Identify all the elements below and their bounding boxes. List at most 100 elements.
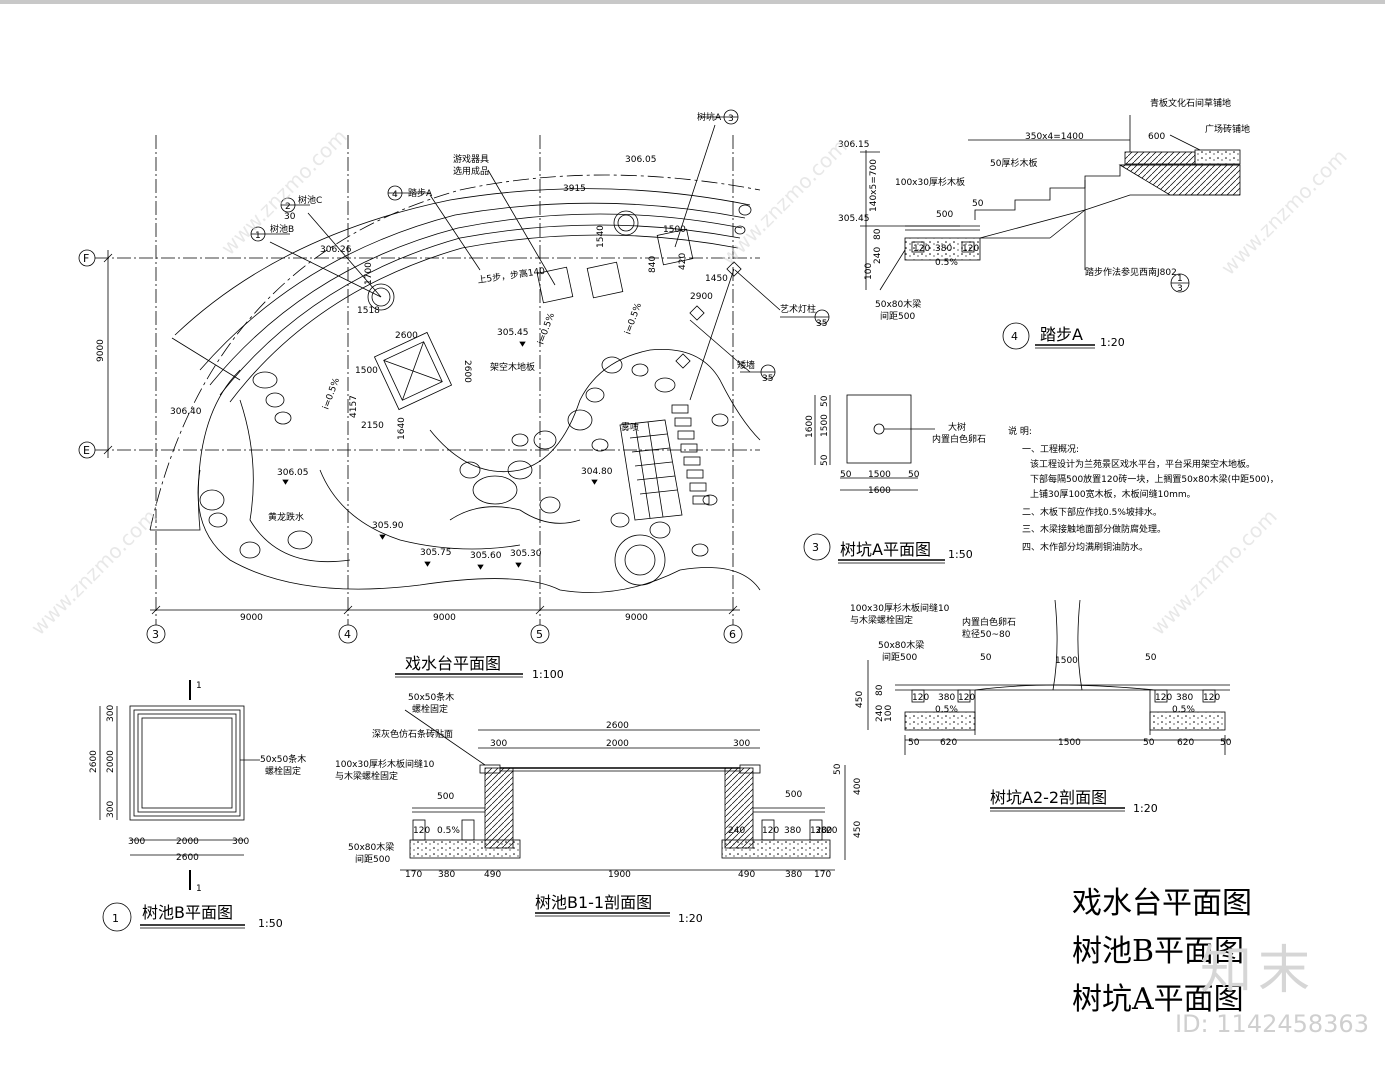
dim-2150: 2150 [361,421,384,431]
a22-dim-380-left: 380 [938,693,955,703]
pool-b-dim-300h-right: 300 [232,837,249,847]
dim-1540: 1540 [596,225,606,248]
callout-pit-a-num: 3 [728,114,734,124]
grid-number-5: 5 [536,628,543,641]
dim-420: 420 [678,253,688,270]
label-step-a: 踏步A [408,187,433,199]
pit-dim-50h-right: 50 [908,470,920,480]
tree-pit-a [803,394,945,564]
step-slope: 0.5% [935,258,958,268]
step-dim-500: 500 [936,210,953,220]
step-elev-305-45: 305.45 [838,214,870,224]
label-tree-pit-a: 树坑A [697,111,722,123]
b11-dim-380-br: 380 [785,870,802,880]
b11-label-board2: 与木梁螺栓固定 [335,770,398,782]
a22-dim-1500-top: 1500 [1055,656,1078,666]
step-label-ref: 踏步作法参见西南J802 [1085,266,1177,278]
a22-dim-120-d: 120 [1203,693,1220,703]
notes-line-5: 二、木板下部应作找0.5%坡排水。 [1022,506,1162,518]
b11-dim-170-right: 170 [814,870,831,880]
b11-label-board: 100x30厚杉木板间缝10 [335,758,435,770]
b11-dim-300-right: 300 [733,739,750,749]
dim-1450: 1450 [705,274,728,284]
pit-label-tree: 大树 [948,421,966,433]
b11-dim-120-b: 120 [810,826,827,836]
pit-a-title: 树坑A平面图 [840,540,931,559]
section-b11 [400,709,846,917]
step-label-board50: 50厚杉木板 [990,157,1037,169]
notes-line-1: 一、工程概况: [1022,443,1079,455]
a22-dim-620-right: 620 [1177,738,1194,748]
label-prefab: 选用成品 [453,165,489,177]
b11-dim-490-right: 490 [738,870,755,880]
dim-2600-vertical: 2600 [462,360,472,383]
pit-dim-50v-bottom: 50 [820,454,830,466]
label-tree-pool-b: 树池B [270,223,294,235]
a22-scale: 1:20 [1133,802,1158,815]
notes-line-4: 上铺30厚100宽木板，木板间缝10mm。 [1030,488,1196,500]
notes-line-6: 三、木梁接触地面部分做防腐处理。 [1022,523,1166,535]
a22-dim-450: 450 [855,691,865,708]
pit-dim-50h-left: 50 [840,470,852,480]
dim-1518: 1518 [357,306,380,316]
b11-dim-2600: 2600 [606,721,629,731]
pool-b-label-wood: 50x50条木 [260,753,306,765]
a22-dim-50-bl: 50 [908,738,920,748]
right-steps [671,404,710,505]
dim-2600: 2600 [395,331,418,341]
a22-label-beam: 50x80木梁 [878,639,924,651]
label-spray: 雾喷 [621,422,639,433]
a22-dim-620-left: 620 [940,738,957,748]
b11-dim-380-right: 380 [815,826,832,836]
dim-9000-vertical: 9000 [96,339,106,362]
elev-304-80: 304.80 [581,467,613,477]
step-ref-den: 3 [1177,284,1183,294]
pool-b-scale: 1:50 [258,917,283,930]
grid-number-3: 3 [152,628,159,641]
plan-title: 戏水台平面图 [405,654,501,673]
dim-1500b: 1500 [355,366,378,376]
pool-b-dim-2600h: 2600 [176,853,199,863]
section-a22-text: 100x30厚杉木板间缝10 与木梁螺栓固定 内置白色卵石 粒径50~80 50… [850,602,1232,815]
b11-dim-20: 20 [826,826,838,836]
notes-line-2: 该工程设计为兰苑景区戏水平台，平台采用架空木地板。 [1030,458,1255,470]
main-plan [78,109,830,678]
a22-dim-50-bm: 50 [1143,738,1155,748]
label-steps-up: 上5步，步高140 [477,265,546,286]
callout-pool-c-den: 30 [284,212,296,222]
b11-scale: 1:20 [678,912,703,925]
a22-label-stones: 内置白色卵石 [962,616,1016,628]
pit-dim-50v-top: 50 [820,395,830,407]
step-dim-1400: 350x4=1400 [1025,132,1084,142]
step-dim-120a: 120 [913,244,930,254]
pool-b-section-mark-bottom: 1 [196,884,202,894]
b11-dim-2000: 2000 [606,739,629,749]
title-block-line-3: 树坑A平面图 [1072,982,1244,1017]
elev-306-05-top: 306.05 [625,155,657,165]
label-tree-pool-c: 树池C [298,194,322,206]
pit-label-stones: 内置白色卵石 [932,433,986,445]
pool-b-number: 1 [112,912,119,925]
a22-title: 树坑A2-2剖面图 [990,788,1107,807]
step-dim-100: 100 [864,263,874,280]
a22-label-board: 100x30厚杉木板间缝10 [850,602,950,614]
step-detail-scale: 1:20 [1100,336,1125,349]
callout-pool-c-num: 2 [285,202,291,212]
a22-dim-50-right: 50 [1145,653,1157,663]
section-a22 [867,599,1230,812]
pit-a-scale: 1:50 [948,548,973,561]
a22-label-stones2: 粒径50~80 [962,628,1011,640]
label-play-equipment: 游戏器具 [453,153,489,165]
pool-b-title: 树池B平面图 [142,903,233,922]
b11-title: 树池B1-1剖面图 [535,893,652,912]
pool-b-dim-300v-bottom: 300 [106,801,116,818]
pit-a-number: 3 [812,541,819,554]
a22-dim-120-b: 120 [958,693,975,703]
b11-dim-450: 450 [853,821,863,838]
b11-dim-300-left: 300 [490,739,507,749]
b11-dim-500-right: 500 [785,790,802,800]
dim-3915: 3915 [563,184,586,194]
title-block-line-1: 戏水台平面图 [1072,886,1252,921]
pool-b-dim-2600v: 2600 [89,750,99,773]
b11-dim-490-left: 490 [484,870,501,880]
